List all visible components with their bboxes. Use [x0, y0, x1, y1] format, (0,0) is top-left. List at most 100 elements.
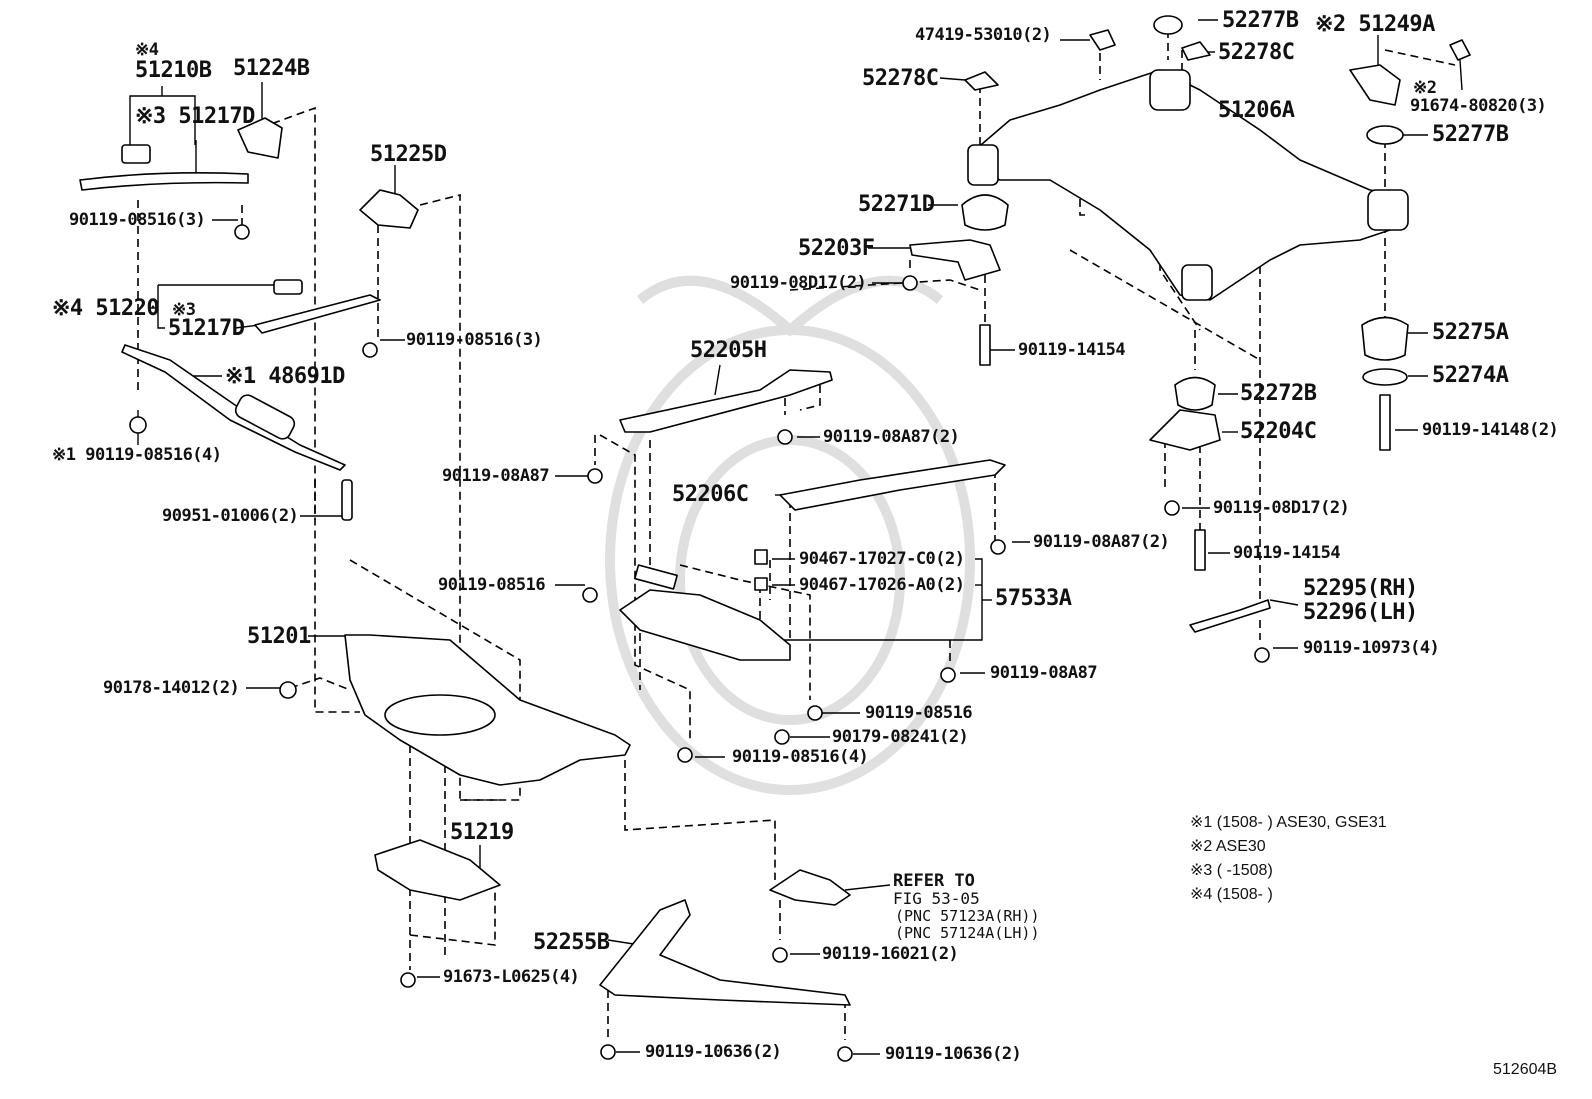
part-label: ※2 51249A [1315, 12, 1435, 37]
cap-52277b [1366, 125, 1404, 145]
bolt [234, 224, 250, 240]
cap-52278c [964, 71, 999, 91]
part-label: ※4 51220 [52, 296, 160, 321]
part-label: 52296(LH) [1303, 600, 1418, 625]
bushing-52271d [961, 194, 1009, 231]
brace-52206c [779, 459, 1006, 511]
subframe-51206a [974, 69, 1406, 301]
part-label: 52255B [533, 930, 610, 955]
bracket-upper [634, 564, 678, 590]
bracket-51224b [237, 117, 283, 159]
diagram-id: 512604B [1493, 1061, 1558, 1078]
bushing-sleeve [1181, 264, 1213, 301]
part-label: 51210B [135, 58, 212, 83]
part-label: 90951-01006(2) [162, 506, 299, 526]
part-label: 51225D [370, 142, 447, 167]
part-label: 90119-14154 [1233, 543, 1341, 563]
part-label: 90119-14148(2) [1422, 420, 1559, 440]
bolt [129, 416, 147, 434]
part-label: 90119-08516(4) [732, 747, 869, 767]
part-label: 91674-80820(3) [1410, 96, 1547, 116]
part-label: 90467-17026-A0(2) [799, 575, 965, 595]
callout-mark: ※2 [1413, 78, 1437, 98]
part-label: 52278C [862, 66, 939, 91]
callout-mark: ※4 [135, 40, 159, 60]
cap-52278c-top [1181, 41, 1211, 61]
part-label: ※1 90119-08516(4) [52, 445, 222, 465]
part-label: 52277B [1432, 122, 1509, 147]
part-label: 90119-10973(4) [1303, 638, 1440, 658]
part-label: 52206C [672, 482, 749, 507]
bushing-52272b [1174, 376, 1216, 411]
part-label: 52204C [1240, 419, 1317, 444]
nut-90178 [279, 681, 297, 699]
part-drawings [79, 15, 1471, 1062]
part-label: 90119-08516(3) [406, 330, 543, 350]
bolt-90119-14154-rear [1194, 529, 1206, 571]
bracket-47419 [1089, 29, 1116, 51]
stabilizer-bar [79, 172, 249, 191]
bolts [400, 275, 1270, 1062]
part-label: 90119-08A87(2) [823, 427, 960, 447]
damper-48691d [121, 344, 346, 471]
part-label: 90119-08A87 [442, 466, 550, 486]
reference-note: FIG 53-05 [893, 889, 980, 908]
part-label: 51201 [247, 624, 311, 649]
plate-57533a [619, 589, 791, 661]
part-label: 90119-08D17(2) [730, 273, 867, 293]
part-label: 52272B [1240, 381, 1317, 406]
reference-note: (PNC 57123A(RH)) [895, 907, 1040, 925]
applicability-note: ※1 (1508- ) ASE30, GSE31 [1190, 814, 1387, 831]
part-label: 90119-08516 [438, 575, 546, 595]
applicability-note: ※3 ( -1508) [1190, 862, 1273, 879]
part-label: 52278C [1218, 40, 1295, 65]
part-label: 90119-08A87(2) [1033, 532, 1170, 552]
stud-90951 [341, 479, 353, 521]
callout-mark: ※3 [172, 300, 196, 320]
bushing-52275a [1361, 316, 1409, 361]
bracket-51225d [359, 189, 419, 229]
part-label: 57533A [995, 586, 1072, 611]
part-label: 90119-10636(2) [645, 1042, 782, 1062]
part-label: 90119-14154 [1018, 340, 1126, 360]
part-label: 51224B [233, 56, 310, 81]
washer-52274a [1362, 368, 1408, 386]
part-label: 90119-08D17(2) [1213, 498, 1350, 518]
part-label: 90119-08516(3) [69, 210, 206, 230]
part-label: ※3 51217D [135, 104, 255, 129]
collar [754, 577, 768, 591]
part-label: 51219 [450, 820, 514, 845]
part-label: 90119-08A87 [990, 663, 1098, 683]
reference-note: (PNC 57124A(LH)) [895, 924, 1040, 942]
part-label: 90119-10636(2) [885, 1044, 1022, 1064]
part-label: 52271D [858, 192, 935, 217]
bolt [362, 342, 378, 358]
brace-52255b [599, 899, 851, 1006]
bracket-refer [769, 869, 851, 906]
part-label: 51206A [1218, 98, 1295, 123]
bolt-91674 [1449, 39, 1471, 61]
part-label: 52203F [798, 236, 875, 261]
brace-52205h [619, 369, 833, 433]
part-label: 90119-08516 [865, 703, 973, 723]
part-label: 52205H [690, 338, 767, 363]
part-label: 52275A [1432, 320, 1509, 345]
mount-52204c [1149, 409, 1221, 451]
crossmember-opening [384, 694, 496, 736]
part-label: 52274A [1432, 363, 1509, 388]
part-label: 91673-L0625(4) [443, 967, 580, 987]
part-label: 52277B [1222, 8, 1299, 33]
applicability-note: ※2 ASE30 [1190, 838, 1266, 855]
brace-52295 [1189, 599, 1271, 633]
part-label: 90179-08241(2) [832, 727, 969, 747]
cap-52277b-top [1153, 15, 1183, 35]
bushing-sleeve [1149, 69, 1191, 111]
bracket-51249a [1349, 64, 1401, 106]
bolt-90119-14148 [1379, 394, 1391, 451]
damper-body [234, 394, 296, 440]
part-label: 90178-14012(2) [103, 678, 240, 698]
applicability-note: ※4 (1508- ) [1190, 886, 1273, 903]
mount-52203f [909, 239, 1001, 281]
